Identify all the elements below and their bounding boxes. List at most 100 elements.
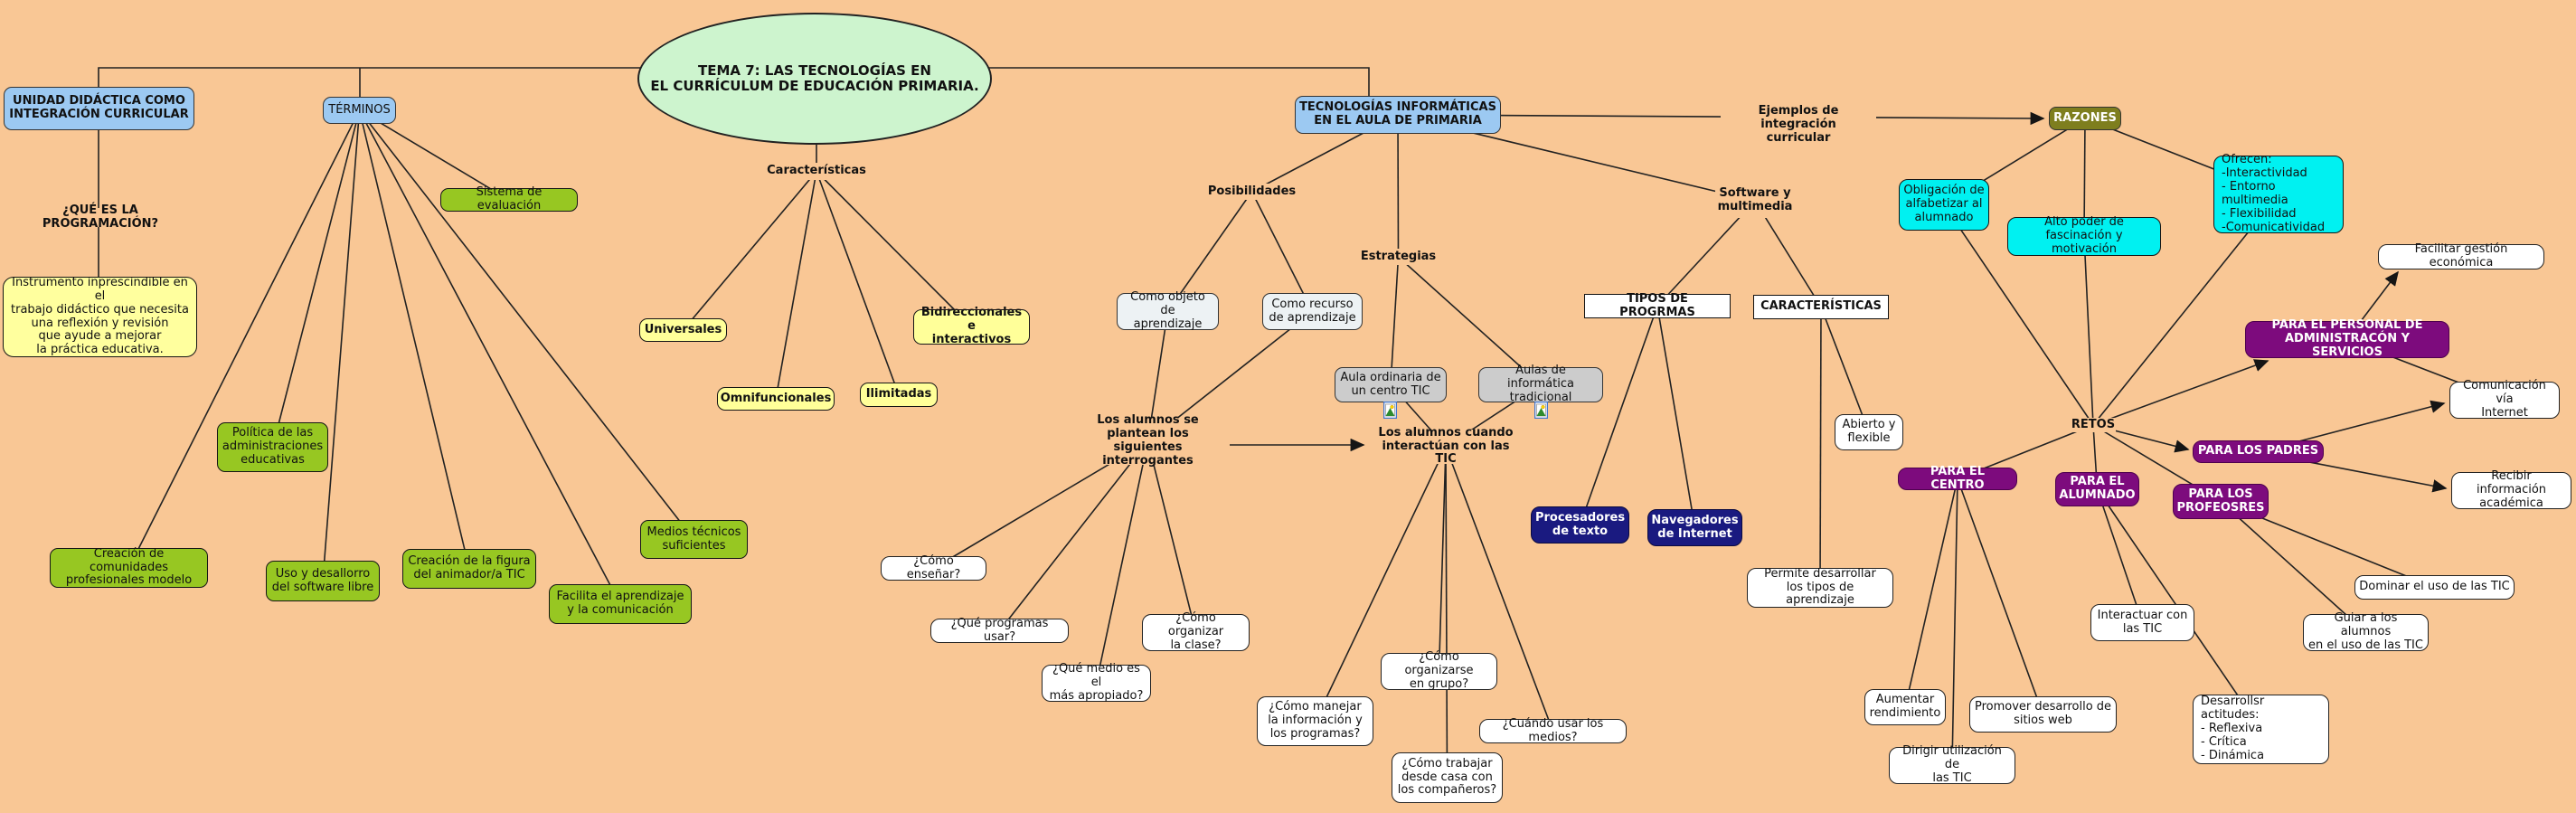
- connector-line: [1250, 191, 1314, 312]
- connector-line: [271, 109, 361, 448]
- image-resource-icon: [1533, 401, 1549, 420]
- bidireccionales[interactable]: Bidireccionales e interactivos: [913, 306, 1030, 346]
- nota-instrumento[interactable]: Instrumento inprescindible en el trabajo…: [3, 276, 197, 357]
- que-es-programacion[interactable]: ¿QUÉ ES LA PROGRAMACIÓN?: [5, 203, 196, 230]
- connector-line: [1146, 440, 1197, 633]
- connector-line: [2096, 488, 2144, 623]
- politica-administraciones[interactable]: Política de las administraciones educati…: [217, 422, 328, 472]
- caracteristicas-box[interactable]: CARACTERÍSTICAS: [1753, 295, 1889, 319]
- para-profeosres[interactable]: PARA LOS PROFEOSRES: [2173, 484, 2269, 519]
- para-alumnado[interactable]: PARA EL ALUMNADO: [2055, 472, 2139, 506]
- que-medio[interactable]: ¿Qué medio es el más apropiado?: [1042, 662, 1151, 703]
- como-recurso[interactable]: Como recurso de aprendizaje: [1262, 293, 1363, 330]
- razones[interactable]: RAZONES: [2049, 107, 2121, 130]
- como-organizar-clase[interactable]: ¿Cómo organizar la clase?: [1142, 611, 1250, 652]
- caracteristicas-label[interactable]: Características: [767, 163, 866, 180]
- connector-line: [1397, 256, 1542, 386]
- terminos[interactable]: TÉRMINOS: [323, 97, 396, 124]
- promover-sitios-web[interactable]: Promover desarrollo de sitios web: [1969, 696, 2117, 733]
- connector-line: [358, 109, 470, 570]
- connector-line: [2083, 118, 2086, 237]
- connector-line: [1943, 204, 2094, 426]
- tema-title[interactable]: TEMA 7: LAS TECNOLOGÍAS EN EL CURRÍCULUM…: [637, 13, 992, 145]
- dirigir-utilizacion[interactable]: Dirigir utilización de las TIC: [1889, 744, 2015, 785]
- unidad-didactica[interactable]: UNIDAD DIDÁCTICA COMO INTEGRACIÓN CURRIC…: [4, 87, 194, 130]
- connector-line: [1166, 191, 1253, 312]
- connector-line: [1656, 306, 1696, 528]
- obligacion-alfabetizar[interactable]: Obligación de alfabetizar al alumnado: [1899, 179, 1989, 231]
- connector-line: [1397, 114, 1400, 258]
- connector-line: [1445, 446, 1554, 732]
- connector-line: [1579, 306, 1658, 525]
- connector-line: [127, 109, 361, 569]
- ofrecen[interactable]: Ofrecen: -Interactividad - Entorno multi…: [2213, 153, 2344, 234]
- como-ensenar[interactable]: ¿Cómo enseñar?: [881, 554, 986, 581]
- como-trabajar-casa[interactable]: ¿Cómo trabajar desde casa con los compañ…: [1392, 752, 1503, 803]
- connector-line: [1957, 478, 2044, 715]
- connector-line: [1438, 446, 1447, 672]
- connector-line: [359, 109, 510, 201]
- abierto-flexible[interactable]: Abierto y flexible: [1835, 414, 1903, 450]
- comunicacion-internet[interactable]: Comunicación vía Internet: [2449, 379, 2560, 420]
- aumentar-rendimiento[interactable]: Aumentar rendimiento: [1864, 689, 1946, 725]
- connector-line: [1904, 478, 1958, 708]
- dominar-uso-tic[interactable]: Dominar el uso de las TIC: [2354, 575, 2515, 600]
- creacion-comunidades[interactable]: Creación de comunidades profesionales mo…: [50, 547, 208, 588]
- alumnos-interactuan-label[interactable]: Los alumnos cuando interactúan con las T…: [1368, 426, 1524, 466]
- medios-tecnicos[interactable]: Medios técnicos suficientes: [640, 520, 748, 559]
- aulas-informatica-image-icon[interactable]: [1533, 401, 1549, 422]
- aula-ordinaria[interactable]: Aula ordinaria de un centro TIC: [1335, 367, 1447, 402]
- recibir-informacion[interactable]: Recibir información académica: [2451, 469, 2571, 510]
- connector-line: [1445, 446, 1448, 779]
- alto-poder[interactable]: Alto poder de fascinación y motivación: [2007, 215, 2161, 256]
- connector-line: [322, 109, 361, 581]
- ilimitadas[interactable]: Ilimitadas: [860, 383, 938, 407]
- estrategias-label[interactable]: Estrategias: [1361, 249, 1436, 265]
- connector-line: [1314, 446, 1447, 722]
- interactuar-tic[interactable]: Interactuar con las TIC: [2090, 604, 2194, 641]
- desarrollar-actitudes[interactable]: Desarrollsr actitudes: - Reflexiva - Crí…: [2193, 695, 2329, 764]
- tecnologias-informaticas[interactable]: TECNOLOGÍAS INFORMÁTICAS EN EL AULA DE P…: [1295, 96, 1501, 134]
- universales[interactable]: Universales: [639, 318, 727, 342]
- facilitar-gestion[interactable]: Facilitar gestión económica: [2378, 242, 2544, 269]
- connector-line: [1656, 200, 1756, 307]
- alumnos-plantean-label[interactable]: Los alumnos se plantean los siguientes i…: [1069, 413, 1227, 468]
- como-organizarse-grupo[interactable]: ¿Cómo organizarse en grupo?: [1381, 650, 1497, 691]
- que-programas-usar[interactable]: ¿Qué programas usar?: [930, 617, 1069, 643]
- para-padres[interactable]: PARA LOS PADRES: [2193, 440, 2324, 463]
- connector-line: [2083, 236, 2094, 426]
- como-objeto[interactable]: Como objeto de aprendizaje: [1117, 290, 1219, 331]
- navegadores-internet[interactable]: Navegadores de Internet: [1647, 509, 1742, 546]
- connector-line: [98, 67, 642, 87]
- para-centro[interactable]: PARA EL CENTRO: [1898, 465, 2017, 491]
- omnifuncionales[interactable]: Omnifuncionales: [717, 387, 835, 411]
- cuando-usar-medios[interactable]: ¿Cuándo usar los medios?: [1479, 717, 1627, 743]
- uso-desallorro-software[interactable]: Uso y desallorro del software libre: [266, 561, 380, 601]
- connector-line: [987, 67, 1370, 97]
- aulas-informatica[interactable]: Aulas de informática tradicional: [1478, 364, 1603, 404]
- connector-line: [1820, 307, 1870, 433]
- procesadores-texto[interactable]: Procesadores de texto: [1531, 506, 1629, 544]
- tipos-programas[interactable]: TIPOS DE PROGRMAS: [1584, 292, 1731, 318]
- para-personal[interactable]: PARA EL PERSONAL DE ADMINISTRACÓN Y SERV…: [2245, 318, 2449, 359]
- facilita-aprendizaje[interactable]: Facilita el aprendizaje y la comunicació…: [549, 584, 692, 624]
- aula-ordinaria-image-icon[interactable]: [1382, 401, 1398, 422]
- sistema-evaluacion[interactable]: Sistema de evaluación: [440, 185, 578, 213]
- como-manejar[interactable]: ¿Cómo manejar la información y los progr…: [1257, 696, 1373, 746]
- software-multimedia-label[interactable]: Software y multimedia: [1715, 184, 1795, 218]
- connector-line: [2092, 359, 2269, 426]
- connector-line: [1390, 256, 1400, 385]
- posibilidades-label[interactable]: Posibilidades: [1207, 184, 1297, 200]
- connector-line: [1951, 478, 1958, 766]
- image-resource-icon: [1382, 401, 1398, 420]
- connector-line: [998, 440, 1149, 631]
- connector-line: [775, 171, 817, 400]
- guiar-alumnos[interactable]: Guiar a los alumnos en el uso de las TIC: [2303, 611, 2429, 652]
- connector-line: [816, 171, 900, 395]
- permite-desarrollar[interactable]: Permite desarrollar los tipos de aprendi…: [1747, 567, 1893, 608]
- connector-line: [1819, 307, 1822, 589]
- ejemplos-integracion-label[interactable]: Ejemplos de integración curricular: [1721, 104, 1876, 145]
- creacion-figura-animador[interactable]: Creación de la figura del animador/a TIC: [402, 549, 536, 589]
- retos-label[interactable]: RETOS: [2071, 417, 2116, 432]
